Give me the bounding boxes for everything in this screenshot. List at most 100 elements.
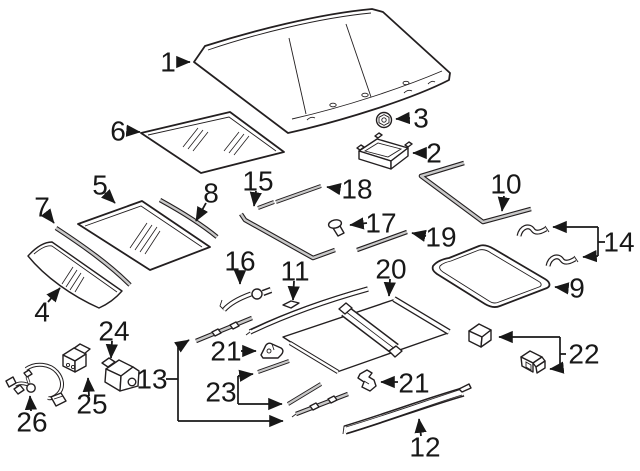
- part-14-hook-lower: [545, 254, 579, 267]
- callout-14: 14: [552, 220, 635, 263]
- callout-22-label: 22: [568, 339, 599, 370]
- part-21-clip-lower: [357, 369, 377, 392]
- part-18-trim-strip: [275, 184, 322, 204]
- part-22-bracket-left: [468, 323, 492, 348]
- part-9-opening-seal: [431, 244, 551, 308]
- part-25-mount-bracket: [62, 343, 91, 373]
- callout-23-arrow-a: [237, 369, 254, 382]
- callout-8-arrow: [195, 202, 209, 222]
- callout-4-arrow: [46, 287, 61, 303]
- callout-6-arrow: [125, 124, 141, 137]
- part-6-glass-panel: [140, 111, 285, 174]
- part-22-bracket-right: [520, 350, 546, 374]
- part-3-nut: [375, 111, 393, 129]
- callout-16: 16: [224, 246, 256, 285]
- callout-1-label: 1: [160, 47, 176, 78]
- callout-14-arrow-b: [582, 249, 599, 263]
- callout-10: 10: [490, 169, 522, 212]
- callout-24-arrow: [105, 340, 118, 359]
- callout-15-arrow: [249, 190, 262, 207]
- callout-19-arrow: [411, 229, 427, 242]
- callout-19-label: 19: [425, 222, 456, 253]
- callout-13-bracket: [166, 342, 179, 421]
- callout-15: 15: [242, 166, 274, 207]
- callout-22-arrow-b: [549, 361, 565, 374]
- part-24-drive-motor: [101, 357, 140, 392]
- callout-10-arrow: [497, 195, 510, 212]
- callout-21-upper: 21: [210, 336, 257, 367]
- callout-11: 11: [280, 256, 310, 301]
- callout-6-label: 6: [110, 116, 126, 147]
- callout-2: 2: [412, 138, 442, 169]
- callout-9-arrow: [554, 282, 570, 295]
- callout-6: 6: [110, 116, 141, 147]
- part-19-trim-strip: [356, 229, 408, 253]
- callout-20: 20: [375, 254, 407, 297]
- callout-5: 5: [92, 170, 116, 204]
- callout-26-arrow: [24, 395, 38, 412]
- callout-5-arrow: [100, 188, 116, 204]
- callout-23-label: 23: [205, 377, 236, 408]
- callout-11-arrow: [287, 280, 300, 301]
- part-7-seal-strip: [54, 226, 132, 287]
- callout-3-label: 3: [413, 103, 429, 134]
- callout-9: 9: [554, 273, 585, 304]
- part-2-bracket-tray: [356, 132, 413, 170]
- callout-7-label: 7: [34, 192, 50, 223]
- callout-22-bracket: [559, 337, 566, 368]
- callout-1: 1: [160, 47, 191, 78]
- callout-26-label: 26: [16, 407, 47, 438]
- callout-21-lower: 21: [380, 368, 430, 399]
- part-13-side-rail-front: [195, 315, 253, 344]
- callout-5-label: 5: [92, 170, 108, 201]
- callout-15-label: 15: [242, 166, 273, 197]
- callout-18: 18: [326, 174, 373, 205]
- callout-3: 3: [395, 103, 429, 134]
- callout-24: 24: [98, 316, 130, 359]
- callout-8-label: 8: [203, 178, 219, 209]
- part-15-corner-molding: [239, 200, 336, 261]
- callout-25-label: 25: [76, 389, 107, 420]
- part-4-deflector-glass: [27, 241, 123, 309]
- part-8-seal-strip: [158, 197, 219, 239]
- callout-17-arrow: [349, 217, 368, 230]
- callout-17: 17: [349, 208, 397, 239]
- part-11-front-guide-rail: [245, 286, 369, 336]
- callout-8: 8: [195, 178, 219, 222]
- callout-9-label: 9: [569, 273, 585, 304]
- callout-14-label: 14: [603, 227, 634, 258]
- part-14-hook-upper: [516, 224, 550, 237]
- callout-20-label: 20: [375, 254, 406, 285]
- callout-25: 25: [76, 377, 108, 420]
- callout-26: 26: [16, 395, 48, 438]
- callout-13: 13: [136, 339, 284, 428]
- callout-2-label: 2: [426, 138, 442, 169]
- callout-7: 7: [34, 192, 55, 224]
- part-10-corner-molding: [418, 160, 532, 225]
- part-20-sunshade: [282, 296, 451, 374]
- part-23-trim-strips: [257, 359, 323, 406]
- callout-25-arrow: [82, 377, 95, 397]
- part-26-wire-harness: [5, 362, 67, 407]
- callout-19: 19: [411, 222, 457, 253]
- callout-12: 12: [409, 418, 441, 463]
- callout-23: 23: [205, 369, 283, 411]
- callout-12-arrow: [414, 418, 427, 437]
- part-21-clip-upper: [260, 342, 284, 359]
- callout-7-arrow: [40, 208, 55, 224]
- part-12-rear-rail: [342, 383, 472, 435]
- callout-4-label: 4: [34, 297, 50, 328]
- callout-11-label: 11: [280, 256, 309, 287]
- callout-4: 4: [34, 287, 61, 328]
- part-13-side-rail-rear: [291, 391, 349, 418]
- callout-17-label: 17: [365, 208, 396, 239]
- callout-18-label: 18: [341, 174, 372, 205]
- callout-21-upper-label: 21: [210, 336, 241, 367]
- callout-20-arrow: [383, 278, 396, 297]
- part-17-clip: [327, 219, 345, 237]
- part-16-crank-handle: [219, 286, 273, 312]
- callout-10-label: 10: [490, 169, 521, 200]
- callout-24-label: 24: [98, 316, 129, 347]
